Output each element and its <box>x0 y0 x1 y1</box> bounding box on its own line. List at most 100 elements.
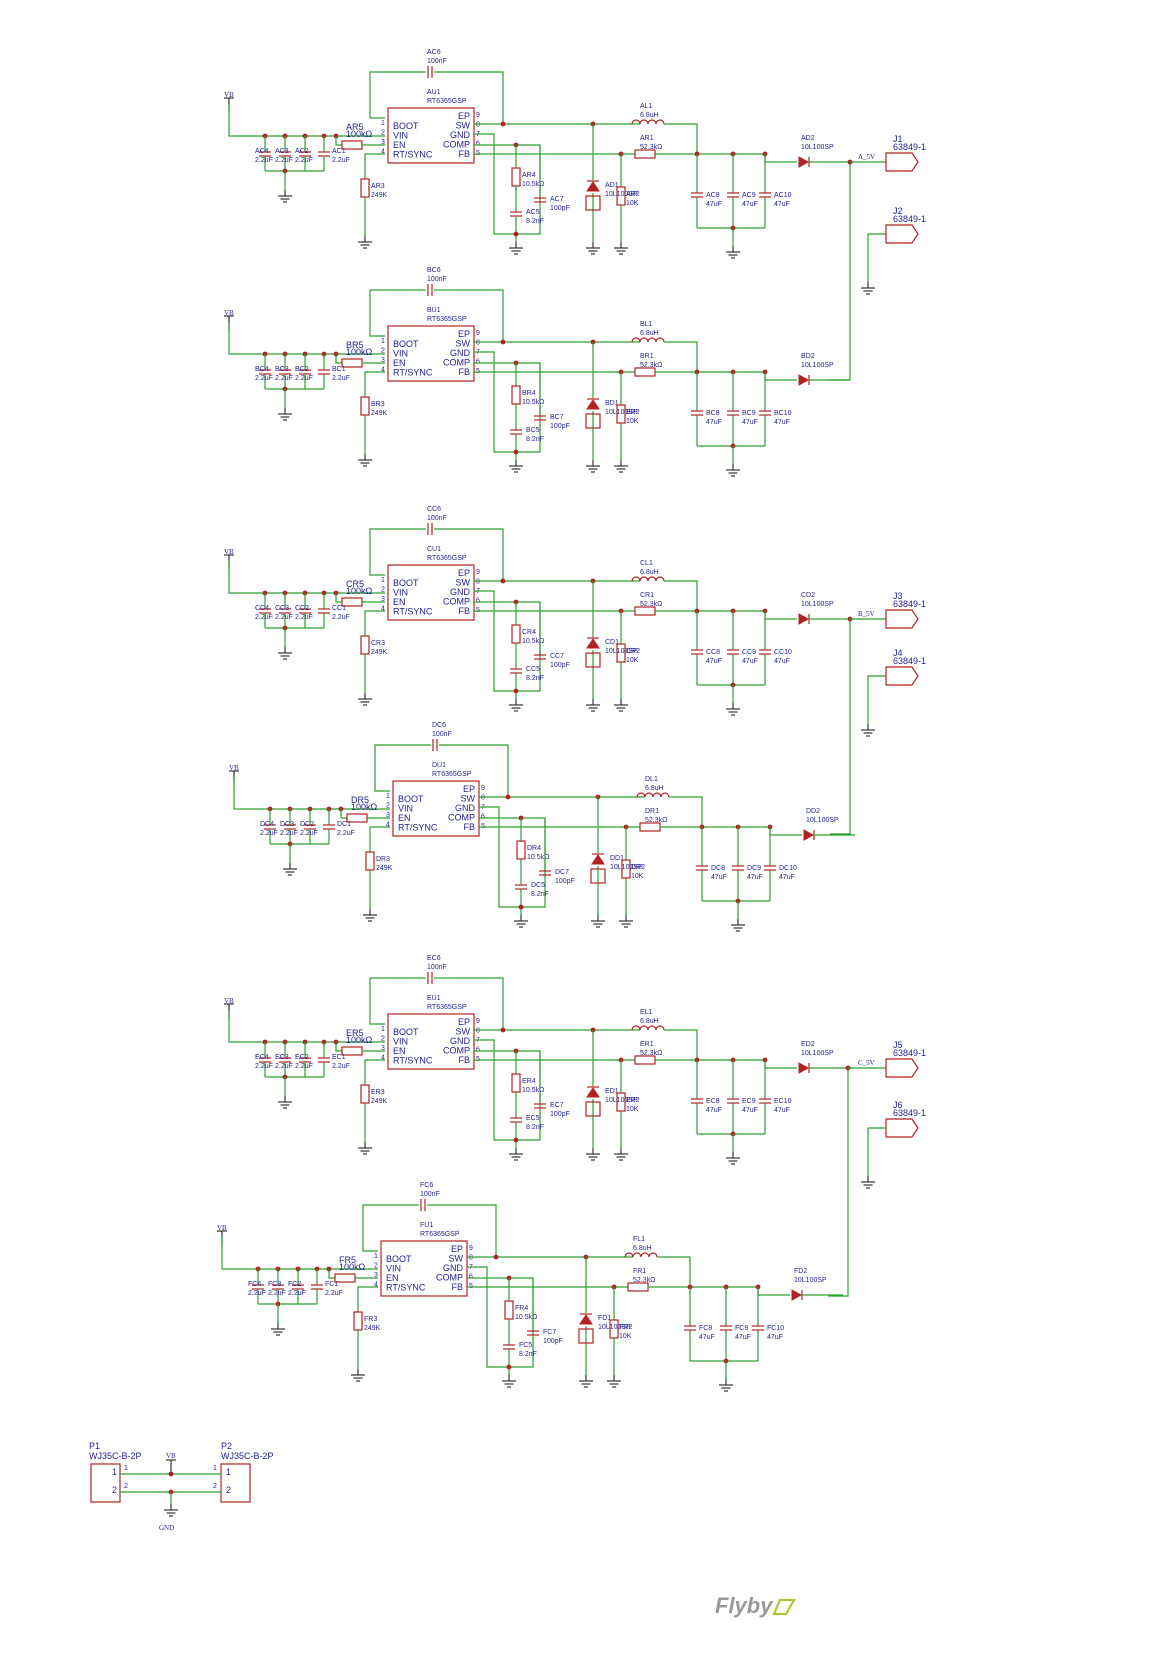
c5-ref-label: DC5 <box>531 882 545 889</box>
cap-value-label: 2.2uF <box>280 830 298 837</box>
cap-value-label: 2.2uF <box>300 830 318 837</box>
cap-ref-label: CC1 <box>332 605 346 612</box>
cout-value-label: 47uF <box>742 419 758 426</box>
ic-right-pin-number: 6 <box>469 1274 473 1281</box>
cout-ref-label: DC10 <box>779 865 797 872</box>
output-net-label: B_5V <box>858 610 875 618</box>
junction-dot <box>505 794 511 800</box>
ic-left-pin-label: BOOT <box>393 1027 419 1037</box>
r1-value-label: 52.3kΩ <box>645 817 667 824</box>
cap-ref-label: AC3 <box>275 148 289 155</box>
d2-ref-label: CD2 <box>801 592 815 599</box>
ic-right-pin-label: EP <box>458 111 470 121</box>
c7-value-label: 100pF <box>543 1338 563 1345</box>
FR1 <box>627 1282 649 1292</box>
r4-ref-label: FR4 <box>515 1305 528 1312</box>
FL1 <box>624 1252 658 1258</box>
connector-ref-label: J1 <box>893 134 903 144</box>
ic-body <box>387 1013 475 1070</box>
cap-ref-label: CC4 <box>255 605 269 612</box>
ic-right-pin-label: FB <box>458 1055 470 1065</box>
c6-ref-label: FC6 <box>420 1182 433 1189</box>
cap-ref-label: DC1 <box>337 821 351 828</box>
ic-left-pin-number: 4 <box>381 149 385 156</box>
DD1 <box>591 854 605 865</box>
cap-value-label: 2.2uF <box>275 1063 293 1070</box>
ic-right-pin-number: 9 <box>481 785 485 792</box>
ic-left-pin-number: 1 <box>386 793 390 800</box>
vb-input-net-label: VB <box>166 1452 176 1460</box>
flyby-logo-text: Flyby <box>715 1593 774 1618</box>
cout-value-label: 47uF <box>706 658 722 665</box>
cout-value-label: 47uF <box>774 419 790 426</box>
ic-right-pin-label: SW <box>449 1254 464 1264</box>
ic-right-pin-number: 8 <box>469 1255 473 1262</box>
ic-part-label: RT6365GSP <box>427 316 467 323</box>
l1-value-label: 6.8uH <box>640 569 659 576</box>
r1-value-label: 52.3kΩ <box>640 1050 662 1057</box>
en-wire <box>328 1269 335 1279</box>
ic-left-pin-label: VIN <box>393 588 408 598</box>
cap-ref-label: DC4 <box>260 821 274 828</box>
cout-ref-label: CC9 <box>742 649 756 656</box>
d1-value-label: 10L100SP <box>605 648 638 655</box>
cap-value-label: 2.2uF <box>295 614 313 621</box>
cout-value-label: 47uF <box>706 201 722 208</box>
ic-right-pin-number: 9 <box>476 112 480 119</box>
c5-ref-label: EC5 <box>526 1115 540 1122</box>
ED1 <box>586 1087 600 1098</box>
junction-dot <box>500 121 506 127</box>
l1-value-label: 6.8uH <box>640 330 659 337</box>
ic-right-pin-label: EP <box>451 1244 463 1254</box>
BR3 <box>360 396 370 416</box>
junction-dot <box>493 1254 499 1260</box>
junction-dot <box>513 688 519 694</box>
ic-part-label: RT6365GSP <box>427 98 467 105</box>
cap-ref-label: AC1 <box>332 148 346 155</box>
junction-dot <box>500 1027 506 1033</box>
ic-right-pin-number: 9 <box>476 330 480 337</box>
ic-left-pin-label: EN <box>393 597 406 607</box>
cap-value-label: 2.2uF <box>332 375 350 382</box>
ic-part-label: RT6365GSP <box>427 555 467 562</box>
regulator-channel-a: VBAC42.2uFAC32.2uFAC22.2uFAC12.2uFAR5100… <box>224 49 850 259</box>
cout-ref-label: AC9 <box>742 192 756 199</box>
junction-dot <box>513 231 519 237</box>
junction-dot <box>513 449 519 455</box>
d1-value-label: 10L100SP <box>605 1097 638 1104</box>
r3-value-label: 249K <box>371 649 388 656</box>
ic-right-pin-label: SW <box>456 121 471 131</box>
sw-wire <box>664 1029 698 1060</box>
ic-left-pin-number: 2 <box>374 1263 378 1270</box>
p1-body <box>90 1463 121 1503</box>
cout-value-label: 47uF <box>779 874 795 881</box>
out-wire <box>764 1060 797 1069</box>
c6-ref-label: EC6 <box>427 955 441 962</box>
J3-connector <box>885 609 919 629</box>
c5-ref-label: CC5 <box>526 666 540 673</box>
CD1 <box>586 638 600 649</box>
r2-ref-label: DR2 <box>631 864 645 871</box>
d1-ref-label: BD1 <box>605 400 619 407</box>
AL1 <box>631 119 665 125</box>
BD1 <box>586 399 600 410</box>
cout-value-label: 47uF <box>774 1107 790 1114</box>
c5-value-label: 8.2nF <box>519 1351 537 1358</box>
ic-left-pin-label: RT/SYNC <box>393 150 433 160</box>
boot-wire <box>362 1204 419 1252</box>
d2-value-label: 10L100SP <box>806 817 839 824</box>
ic-part-label: RT6365GSP <box>420 1231 460 1238</box>
junction-dot <box>500 339 506 345</box>
c7-ref-label: AC7 <box>550 196 564 203</box>
ic-left-pin-number: 4 <box>386 822 390 829</box>
cout-value-label: 47uF <box>706 419 722 426</box>
r5-value-label: 100kΩ <box>346 1035 373 1045</box>
c5-ref-label: BC5 <box>526 427 540 434</box>
r5-ref-label: BR5 <box>346 340 364 350</box>
boot-wire <box>434 977 504 1030</box>
DR1 <box>639 822 661 832</box>
vb-net-label: VB <box>224 997 234 1005</box>
cout-value-label: 47uF <box>747 874 763 881</box>
ic-left-pin-label: RT/SYNC <box>386 1283 426 1293</box>
ic-right-pin-label: SW <box>461 794 476 804</box>
